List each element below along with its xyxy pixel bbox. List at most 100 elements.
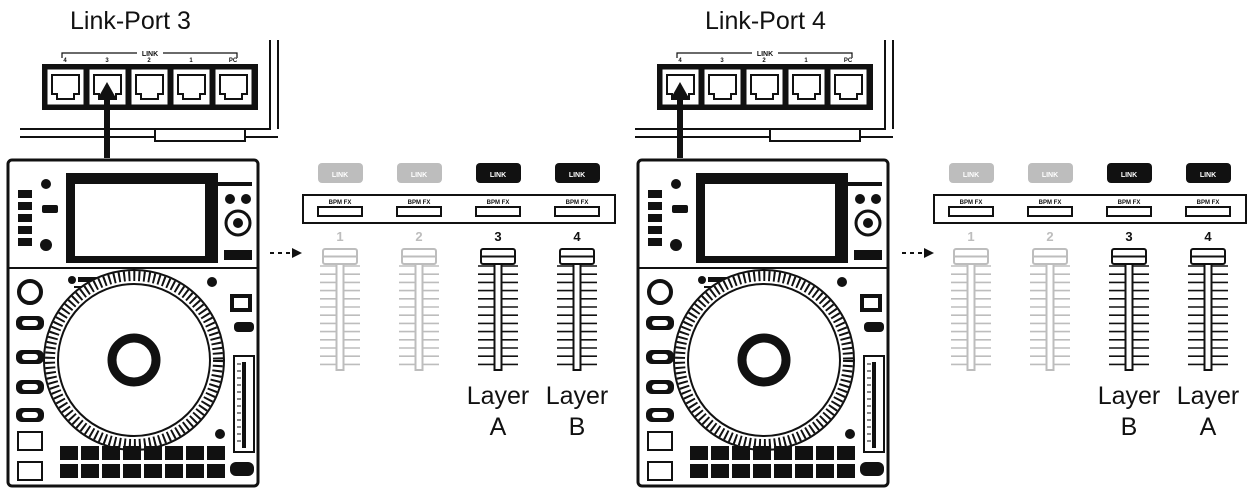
link-assign-button [949,163,994,183]
channel-fader: 3 [478,229,518,371]
channel-number: 4 [1204,229,1212,244]
bpm-fx-label: BPM FX [566,200,589,206]
link-assign-button [1107,163,1152,183]
layer-letter: A [489,413,507,441]
ethernet-port-icon [131,69,168,105]
layer-word: Layer [1176,382,1240,410]
channel-number: 2 [1046,229,1053,244]
link-assign-label: LINK [569,172,585,179]
performance-pad [186,446,204,460]
link-assign-label: LINK [1042,172,1058,179]
bpm-fx-label: BPM FX [408,200,431,206]
fader-track [1045,249,1055,371]
performance-pad [60,446,78,460]
link-assign-label: LINK [490,172,506,179]
load-button [670,239,682,251]
side-button [18,190,32,198]
dashed-arrow-right-icon [902,248,934,258]
performance-pad [816,464,834,478]
link-header-label: LINK [142,51,158,58]
port-number-label: PC [229,58,238,64]
layer-letter: A [1199,413,1217,441]
model-text-bar [208,182,252,186]
performance-pad [165,446,183,460]
fader-track [966,249,976,371]
brand-logo [698,276,706,284]
bpm-fx-button [1027,206,1073,217]
logo-plate [224,250,252,260]
pitch-range-button [864,322,884,332]
performance-pad [144,464,162,478]
screen-display [705,184,835,256]
side-button [18,226,32,234]
channel-fader: 3 [1109,229,1149,371]
port-number-label: 2 [762,58,766,64]
performance-pad [774,464,792,478]
channel-fader: 2 [1030,229,1070,371]
bpm-fx-button [475,206,521,217]
port-number-label: 3 [720,58,724,64]
performance-pad [60,464,78,478]
channel-fader: 1 [951,229,991,371]
fader-track [493,249,503,371]
performance-pad [816,446,834,460]
side-button [672,205,688,213]
jog-wheel-icon [43,269,225,451]
side-button [18,238,32,246]
link-assign-button [318,163,363,183]
port-number-label: 1 [189,58,193,64]
performance-pad [753,446,771,460]
small-knob [871,194,881,204]
bpm-fx-button [1106,206,1152,217]
layer-word: Layer [1097,382,1161,410]
small-knob [207,277,217,287]
performance-pad [711,464,729,478]
side-button [648,226,662,234]
play-button [647,461,673,481]
chassis-outline [635,40,894,130]
encoder-knob [41,179,51,189]
performance-pad [837,446,855,460]
encoder-knob [671,179,681,189]
performance-pad [102,464,120,478]
performance-pad [207,464,225,478]
fader-track [414,249,424,371]
side-button [648,202,662,210]
channel-number: 4 [573,229,581,244]
bpm-fx-label: BPM FX [329,200,352,206]
performance-pad [732,446,750,460]
performance-pad [774,446,792,460]
performance-pad [81,446,99,460]
layer-word: Layer [466,382,530,410]
chassis-foot [769,128,861,142]
bpm-fx-button [317,206,363,217]
dashed-arrow-right-icon [270,248,302,258]
link-assign-button [555,163,600,183]
brand-logo [68,276,76,284]
bpm-fx-label: BPM FX [960,200,983,206]
small-knob [837,277,847,287]
bpm-fx-label: BPM FX [1118,200,1141,206]
layer-word: Layer [545,382,609,410]
port-number-label: 1 [804,58,808,64]
performance-pad [123,464,141,478]
bpm-fx-button [1185,206,1231,217]
fader-track [1203,249,1213,371]
layer-letter: B [568,413,586,441]
arrow-up-icon [98,82,116,158]
link-assign-label: LINK [411,172,427,179]
logo-plate [854,250,882,260]
pitch-range-button [234,322,254,332]
link-assign-label: LINK [963,172,979,179]
arrow-up-icon [671,82,689,158]
performance-pad [795,464,813,478]
side-button [18,202,32,210]
performance-pad [690,446,708,460]
link-assign-button [397,163,442,183]
ethernet-port-icon [215,69,252,105]
channel-fader: 2 [399,229,439,371]
